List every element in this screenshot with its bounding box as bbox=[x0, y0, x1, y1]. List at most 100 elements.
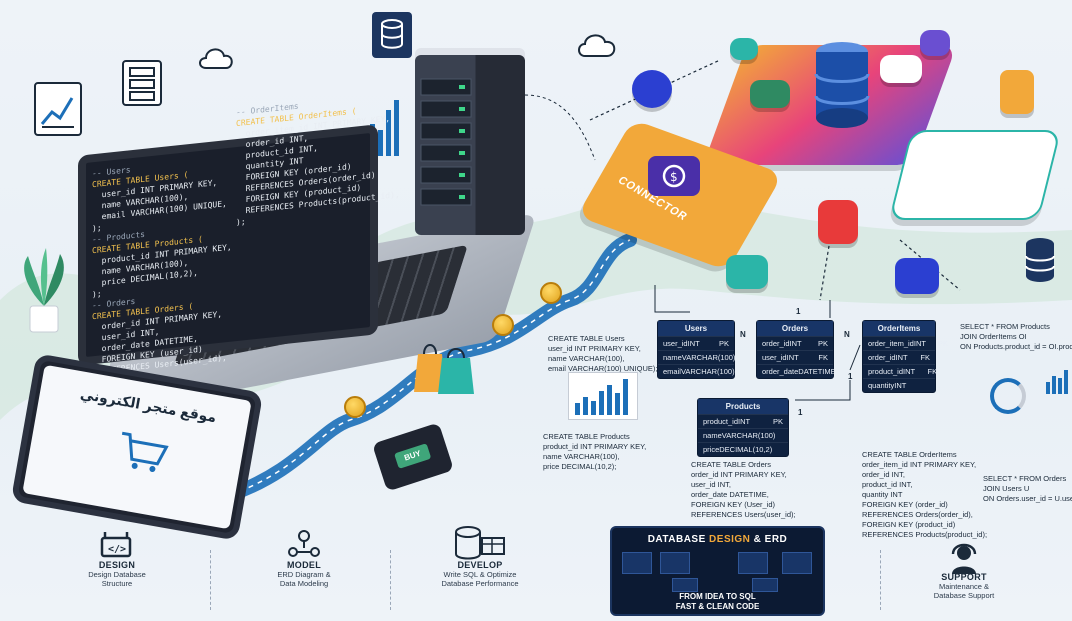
erd-column-key: PK bbox=[718, 339, 729, 348]
erd-column-name: order_item_id bbox=[868, 339, 914, 348]
cardinality-label: N bbox=[740, 330, 746, 339]
tablet-title: موقع متجر الكتروني bbox=[79, 385, 218, 426]
erd-column-type: INT bbox=[786, 353, 799, 362]
erd-column-name: quantity bbox=[868, 381, 895, 390]
step-develop[interactable]: DEVELOP Write SQL & Optimize Database Pe… bbox=[430, 526, 530, 588]
bar-chart-icon bbox=[1044, 368, 1070, 399]
green-badge[interactable] bbox=[730, 38, 758, 60]
mini-erd-box bbox=[622, 552, 652, 574]
analytics-chart-icon bbox=[568, 372, 638, 420]
erd-column-type: VARCHAR(100) bbox=[721, 431, 776, 440]
dashboard-card[interactable] bbox=[888, 130, 1062, 220]
divider bbox=[210, 550, 211, 610]
tablet-screen[interactable]: موقع متجر الكتروني bbox=[22, 364, 252, 530]
erd-table-title: Users bbox=[658, 321, 734, 336]
erd-column-key bbox=[735, 367, 757, 376]
database-table-icon bbox=[452, 524, 512, 569]
database-design-panel[interactable]: DATABASE DESIGN & ERD FROM IDEA TO SQL F… bbox=[610, 526, 825, 616]
erd-column-type: INT bbox=[903, 367, 916, 376]
sql-create-orders: CREATE TABLE Orders order_id INT PRIMARY… bbox=[691, 460, 796, 519]
erd-column-type: INT bbox=[738, 417, 751, 426]
database-badge-blue[interactable] bbox=[632, 70, 672, 108]
panel-tagline: FROM IDEA TO SQL FAST & CLEAN CODE bbox=[612, 592, 823, 612]
sql-select-products: SELECT * FROM Products JOIN OrderItems O… bbox=[960, 322, 1072, 351]
erd-column-type: INT bbox=[789, 339, 802, 348]
gold-database-icon[interactable] bbox=[1000, 70, 1034, 114]
erd-column-key: PK bbox=[937, 339, 948, 348]
mini-erd-box bbox=[672, 578, 698, 592]
document-badge[interactable] bbox=[880, 55, 922, 83]
sql-create-users: CREATE TABLE Users user_id INT PRIMARY K… bbox=[548, 334, 658, 373]
step-description: ERD Diagram & Data Modeling bbox=[277, 570, 331, 588]
erd-column-type: INT bbox=[895, 353, 908, 362]
panel-tag: FROM IDEA TO SQL bbox=[679, 592, 756, 601]
shopping-bags-icon bbox=[412, 336, 482, 401]
erd-column-type: VARCHAR(100) bbox=[680, 367, 735, 376]
step-design[interactable]: </> DESIGN Design Database Structure bbox=[62, 528, 172, 588]
step-description: Design Database Structure bbox=[88, 570, 146, 588]
erd-column-type: INT bbox=[913, 339, 926, 348]
mini-erd-box bbox=[782, 552, 812, 574]
step-label: MODEL bbox=[287, 560, 321, 570]
erd-column-type: INT bbox=[687, 339, 700, 348]
erd-column-name: user_id bbox=[762, 353, 787, 362]
erd-column-key: FK bbox=[927, 367, 938, 376]
step-description: Maintenance & Database Support bbox=[933, 582, 995, 600]
erd-column-key bbox=[775, 431, 797, 440]
erd-column-name: product_id bbox=[703, 417, 739, 426]
erd-table-title: Products bbox=[698, 399, 788, 414]
settings-badge[interactable] bbox=[750, 80, 790, 108]
cardinality-label: 1 bbox=[848, 372, 853, 381]
cloud-icon bbox=[575, 30, 619, 63]
mini-erd-box bbox=[738, 552, 768, 574]
erd-column-key bbox=[735, 353, 757, 362]
mini-erd-box bbox=[660, 552, 690, 574]
panel-tag: FAST & CLEAN CODE bbox=[675, 602, 760, 611]
gauge-icon bbox=[990, 378, 1026, 414]
server-tower bbox=[415, 55, 525, 235]
red-database-icon[interactable] bbox=[818, 200, 858, 244]
step-support[interactable]: SUPPORT Maintenance & Database Support bbox=[914, 540, 1014, 600]
cardinality-label: 1 bbox=[798, 408, 803, 417]
panel-title-part: DATABASE bbox=[647, 534, 710, 545]
step-label: SUPPORT bbox=[941, 572, 987, 582]
database-icon bbox=[1022, 236, 1058, 291]
cloud-icon bbox=[196, 44, 236, 75]
plant-icon bbox=[14, 246, 74, 341]
erd-column-name: product_id bbox=[868, 367, 904, 376]
divider bbox=[880, 550, 881, 610]
purple-badge[interactable] bbox=[920, 30, 950, 56]
erd-column-key: PK bbox=[817, 339, 828, 348]
sql-create-products: CREATE TABLE Products product_id INT PRI… bbox=[543, 432, 647, 471]
erd-column-type: DECIMAL(10,2) bbox=[719, 445, 773, 454]
erd-column-key: PK bbox=[772, 417, 783, 426]
team-icon bbox=[287, 528, 321, 562]
coin-icon bbox=[344, 396, 366, 418]
erd-table-title: Orders bbox=[757, 321, 833, 336]
erd-column-name: user_id bbox=[663, 339, 688, 348]
erd-column-name: order_date bbox=[762, 367, 799, 376]
shopping-cart-badge[interactable] bbox=[726, 255, 768, 289]
buy-button[interactable]: BUY bbox=[394, 443, 432, 469]
erd-column-name: order_id bbox=[868, 353, 896, 362]
coin-icon bbox=[540, 282, 562, 304]
sql-select-orders: SELECT * FROM Orders JOIN Users U ON Ord… bbox=[983, 474, 1072, 503]
sql-create-orderitems: CREATE TABLE OrderItems order_item_id IN… bbox=[862, 450, 988, 539]
svg-text:</>: </> bbox=[108, 544, 126, 555]
step-model[interactable]: MODEL ERD Diagram & Data Modeling bbox=[254, 528, 354, 588]
tablet: موقع متجر الكتروني bbox=[10, 353, 264, 541]
tools-icon: </> bbox=[99, 528, 133, 562]
storage-badge[interactable] bbox=[895, 258, 939, 294]
erd-column-type: VARCHAR(100) bbox=[681, 353, 736, 362]
erd-column-key: FK bbox=[818, 353, 828, 362]
